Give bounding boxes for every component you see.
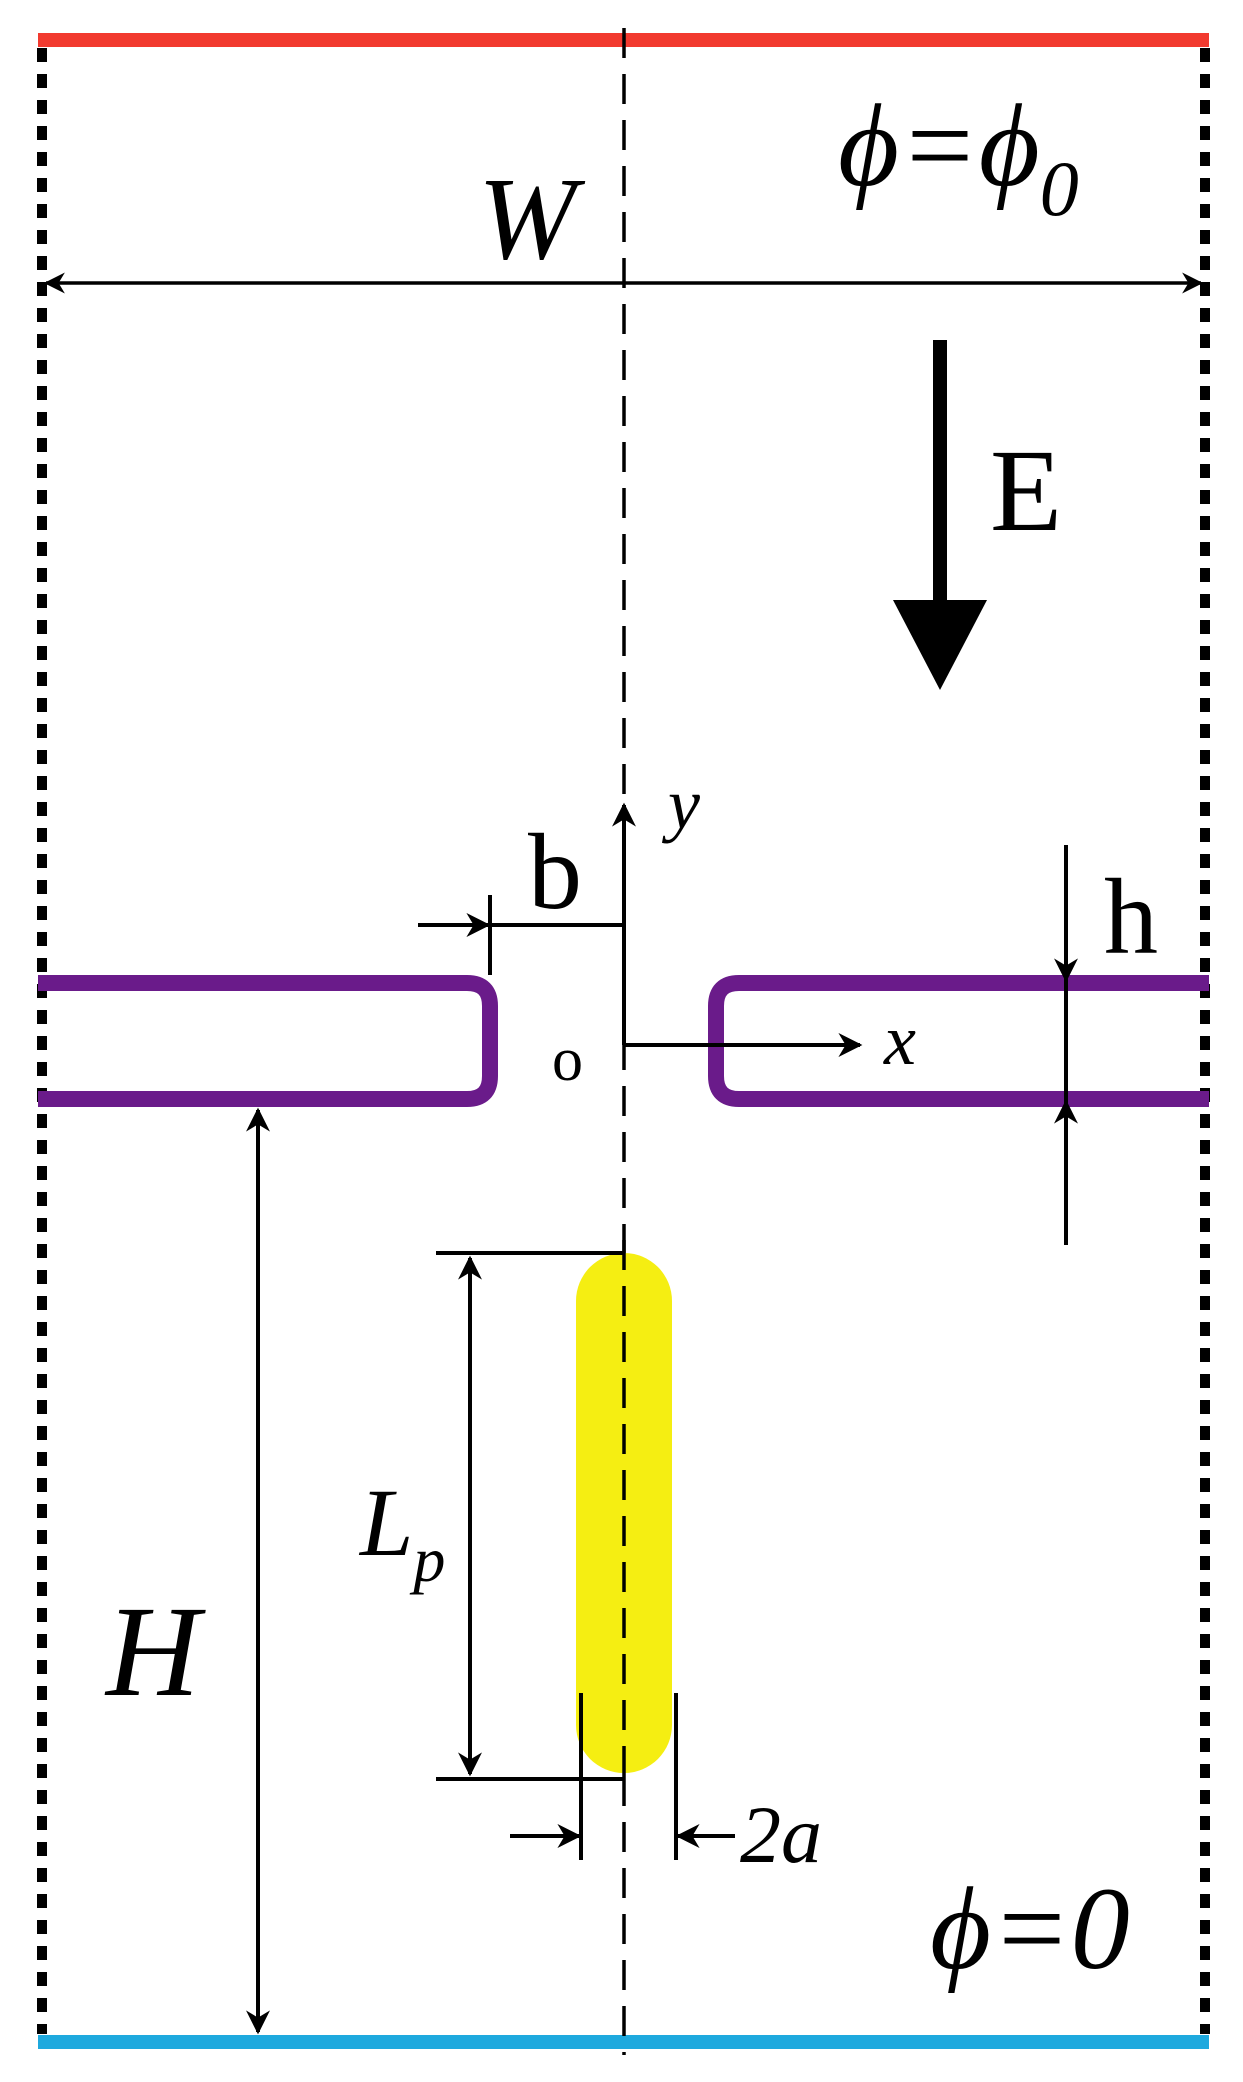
length-label: Lp (358, 1469, 445, 1595)
gap-label: b (528, 813, 582, 932)
membrane-right (708, 975, 1209, 1107)
top-potential-subscript: 0 (1040, 145, 1079, 232)
width-label: W (478, 153, 586, 284)
length-label-subscript: p (409, 1524, 445, 1595)
electric-field-label: E (990, 425, 1062, 556)
electric-field-arrowhead (893, 600, 987, 690)
diameter-label: 2a (740, 1789, 822, 1880)
top-potential-label: ϕ=ϕ0 (838, 80, 1079, 232)
x-axis-label: x (883, 1000, 916, 1080)
thickness-label: h (1104, 858, 1158, 977)
nanorod-particle (576, 1253, 672, 1773)
y-axis-label: y (661, 764, 700, 844)
membrane-left (38, 975, 498, 1107)
origin-label: o (552, 1026, 583, 1094)
height-label: H (104, 1580, 206, 1724)
bottom-potential-label: ϕ=0 (930, 1863, 1130, 1994)
